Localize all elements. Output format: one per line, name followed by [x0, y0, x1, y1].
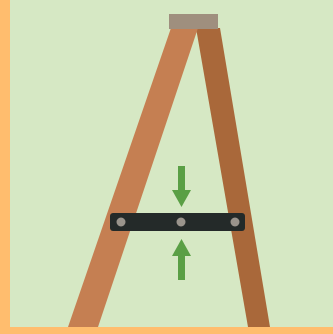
left-frame-border [0, 0, 10, 334]
bolt-icon [117, 218, 126, 227]
ladder-top-cap [169, 14, 218, 29]
bolt-icon [177, 218, 186, 227]
bolt-icon [231, 218, 240, 227]
bottom-frame-border [0, 327, 333, 334]
